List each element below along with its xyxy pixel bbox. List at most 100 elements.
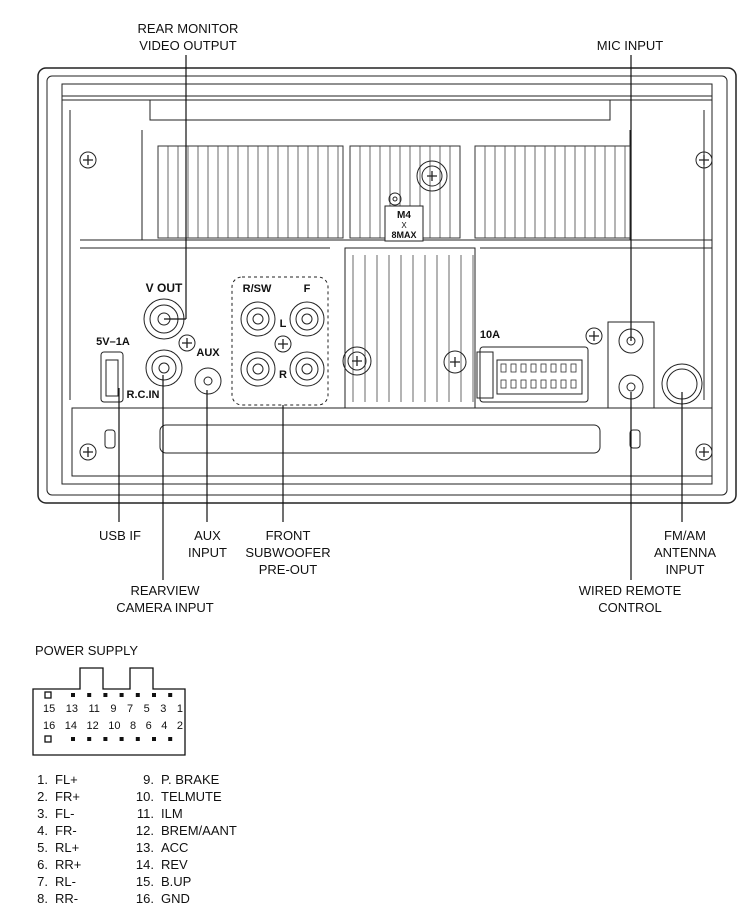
fuse-rating-mark: 10A	[480, 329, 500, 341]
pin-row: 14.REV	[135, 857, 188, 872]
fuse-screw-icon	[443, 350, 467, 374]
connector-pin-dot	[135, 693, 140, 697]
unit-chassis	[61, 83, 713, 485]
leader-lines	[118, 55, 683, 580]
socket-pin	[530, 379, 537, 389]
pin-label: 12	[86, 720, 99, 732]
connector-pin-dot	[87, 693, 92, 697]
pin-label: 6	[145, 720, 152, 732]
screw-left-icon	[178, 334, 196, 352]
socket-pin	[560, 379, 567, 389]
pin-row: 2.FR+	[37, 789, 80, 804]
pin-row: 5.RL+	[37, 840, 80, 855]
socket-pin	[520, 379, 527, 389]
pin-row: 8.RR-	[37, 891, 79, 906]
pin-row: 4.FR-	[37, 823, 77, 838]
wired-remote-control-label: WIRED REMOTE CONTROL	[578, 583, 682, 615]
socket-pin	[570, 363, 577, 373]
bottom-rail	[71, 407, 713, 477]
socket-pin	[550, 363, 557, 373]
preout-screw-icon	[274, 335, 292, 353]
pin-label: 11	[88, 703, 100, 715]
vout-mark: V OUT	[146, 281, 183, 295]
pin-row: 12.BREM/AANT	[135, 823, 237, 838]
screw-spec-8max: 8MAX	[391, 230, 416, 240]
pin-label: 9	[110, 703, 117, 715]
aux-mark: AUX	[196, 347, 220, 359]
pin-label: 8	[130, 720, 137, 732]
pin-label: 5	[143, 703, 150, 715]
connector-pin-dot	[103, 693, 108, 697]
heatsink-fins	[157, 145, 631, 239]
socket-pin	[530, 363, 537, 373]
pin-label: 13	[65, 703, 78, 715]
pin-row: 6.RR+	[37, 857, 82, 872]
rcin-mark: R.C.IN	[127, 389, 160, 401]
unit-outer-frame	[37, 67, 737, 504]
pin-row: 13.ACC	[135, 840, 189, 855]
aux-input-label: AUX INPUT	[188, 528, 227, 560]
connector-pin-dot	[71, 693, 75, 697]
r-mark: R	[279, 369, 287, 381]
ground-screw-icon	[342, 346, 372, 376]
center-screw-icon	[416, 160, 448, 192]
connector-pin-dot	[168, 737, 173, 741]
pin-assignment-list-left: 1.FL+ 2.FR+ 3.FL- 4.FR- 5.RL+ 6.RR+ 7.RL…	[30, 771, 81, 907]
pin-label: 16	[43, 720, 56, 732]
rear-monitor-video-output-label: REAR MONITOR VIDEO OUTPUT	[137, 21, 239, 53]
mount-screw-bottom-right-icon	[695, 443, 713, 461]
pin-assignment-list-right: 9.P. BRAKE 10.TELMUTE 11.ILM 12.BREM/AAN…	[125, 771, 237, 907]
socket-pin	[500, 379, 507, 389]
connector-pin-dot	[152, 737, 156, 741]
pin-row: 9.P. BRAKE	[143, 772, 220, 787]
unit-inner-frame	[46, 75, 728, 496]
socket-pin	[540, 379, 547, 389]
socket-pin	[500, 363, 507, 373]
socket-pin	[550, 379, 557, 389]
socket-pin	[540, 363, 547, 373]
pin-row: 15.B.UP	[135, 874, 192, 889]
pin-label: 7	[126, 703, 134, 715]
socket-pin	[570, 379, 577, 389]
preout-group	[231, 276, 329, 406]
f-mark: F	[304, 283, 311, 295]
mount-screw-bottom-left-icon	[79, 443, 97, 461]
aux-jack-icon	[194, 367, 222, 395]
pin-row: 1.FL+	[37, 772, 78, 787]
socket-pin	[510, 379, 517, 389]
usb-port-icon	[100, 351, 124, 403]
pin-label: 15	[43, 703, 56, 715]
pin-row: 16.GND	[135, 891, 190, 906]
pin-label: 2	[176, 720, 183, 732]
fm-am-antenna-input-label: FM/AM ANTENNA INPUT	[653, 528, 717, 577]
pin-label: 1	[176, 703, 183, 715]
connector-pin-dot	[168, 693, 173, 697]
socket-pin	[520, 363, 527, 373]
screw-spec-x: X	[401, 221, 407, 230]
pin-row: 10.TELMUTE	[135, 789, 222, 804]
mount-screw-top-left-icon	[79, 151, 97, 169]
power-supply-connector	[32, 667, 186, 756]
preout-front-left-jack-icon	[289, 301, 325, 337]
screw-spec-plate	[384, 205, 424, 242]
connector-pin-dot	[87, 737, 92, 741]
connector-pin-dot	[152, 693, 156, 697]
pin-label: 4	[161, 720, 168, 732]
mount-screw-top-right-icon	[695, 151, 713, 169]
preout-rsw-left-jack-icon	[240, 301, 276, 337]
usb-rating-mark: 5V–1A	[96, 336, 130, 348]
pin-label: 14	[64, 720, 77, 732]
power-connector-socket	[479, 346, 589, 403]
front-subwoofer-pre-out-label: FRONT SUBWOOFER PRE-OUT	[245, 528, 331, 577]
socket-pin	[560, 363, 567, 373]
rsw-mark: R/SW	[243, 283, 272, 295]
connector-pin-dot	[119, 737, 124, 741]
usb-if-label: USB IF	[99, 528, 141, 543]
mic-input-label: MIC INPUT	[596, 38, 664, 53]
preout-front-right-jack-icon	[289, 351, 325, 387]
socket-pin	[510, 363, 517, 373]
screw-right-icon	[585, 327, 603, 345]
pin-label: 10	[108, 720, 121, 732]
connector-pin-dot	[135, 737, 140, 741]
